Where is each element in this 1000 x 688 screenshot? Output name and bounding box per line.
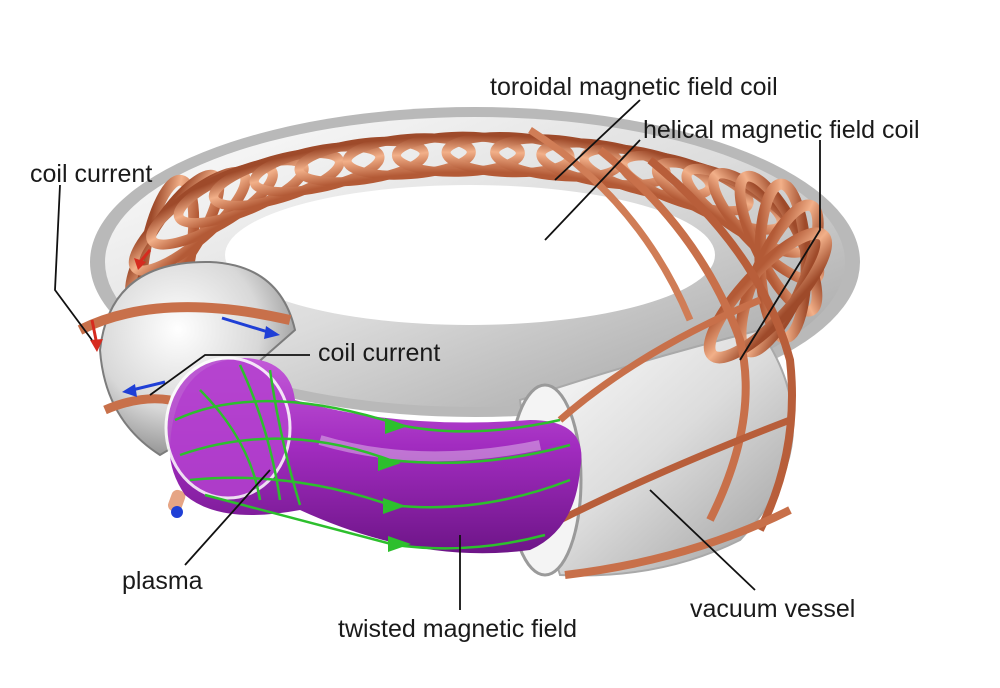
label-vacuum-vessel: vacuum vessel	[690, 595, 855, 623]
label-helical-coil: helical magnetic field coil	[643, 116, 920, 144]
label-plasma: plasma	[122, 567, 203, 595]
leader-lines	[54, 99, 821, 610]
label-coil-current-top: coil current	[30, 160, 152, 188]
field-arrows	[378, 418, 411, 552]
toroidal-coil-ring	[703, 227, 832, 364]
toroidal-coil-ring	[294, 136, 429, 187]
label-toroidal-coil: toroidal magnetic field coil	[490, 73, 778, 101]
toroidal-coil-ring	[342, 133, 476, 180]
vessel-cut-section	[77, 260, 297, 518]
helical-coils	[528, 127, 796, 579]
current-arrows	[90, 249, 280, 397]
toroidal-coil-ring	[391, 131, 525, 177]
label-twisted-field: twisted magnetic field	[338, 615, 577, 643]
toroidal-coils	[125, 131, 832, 364]
label-coil-current-mid: coil current	[318, 339, 440, 367]
